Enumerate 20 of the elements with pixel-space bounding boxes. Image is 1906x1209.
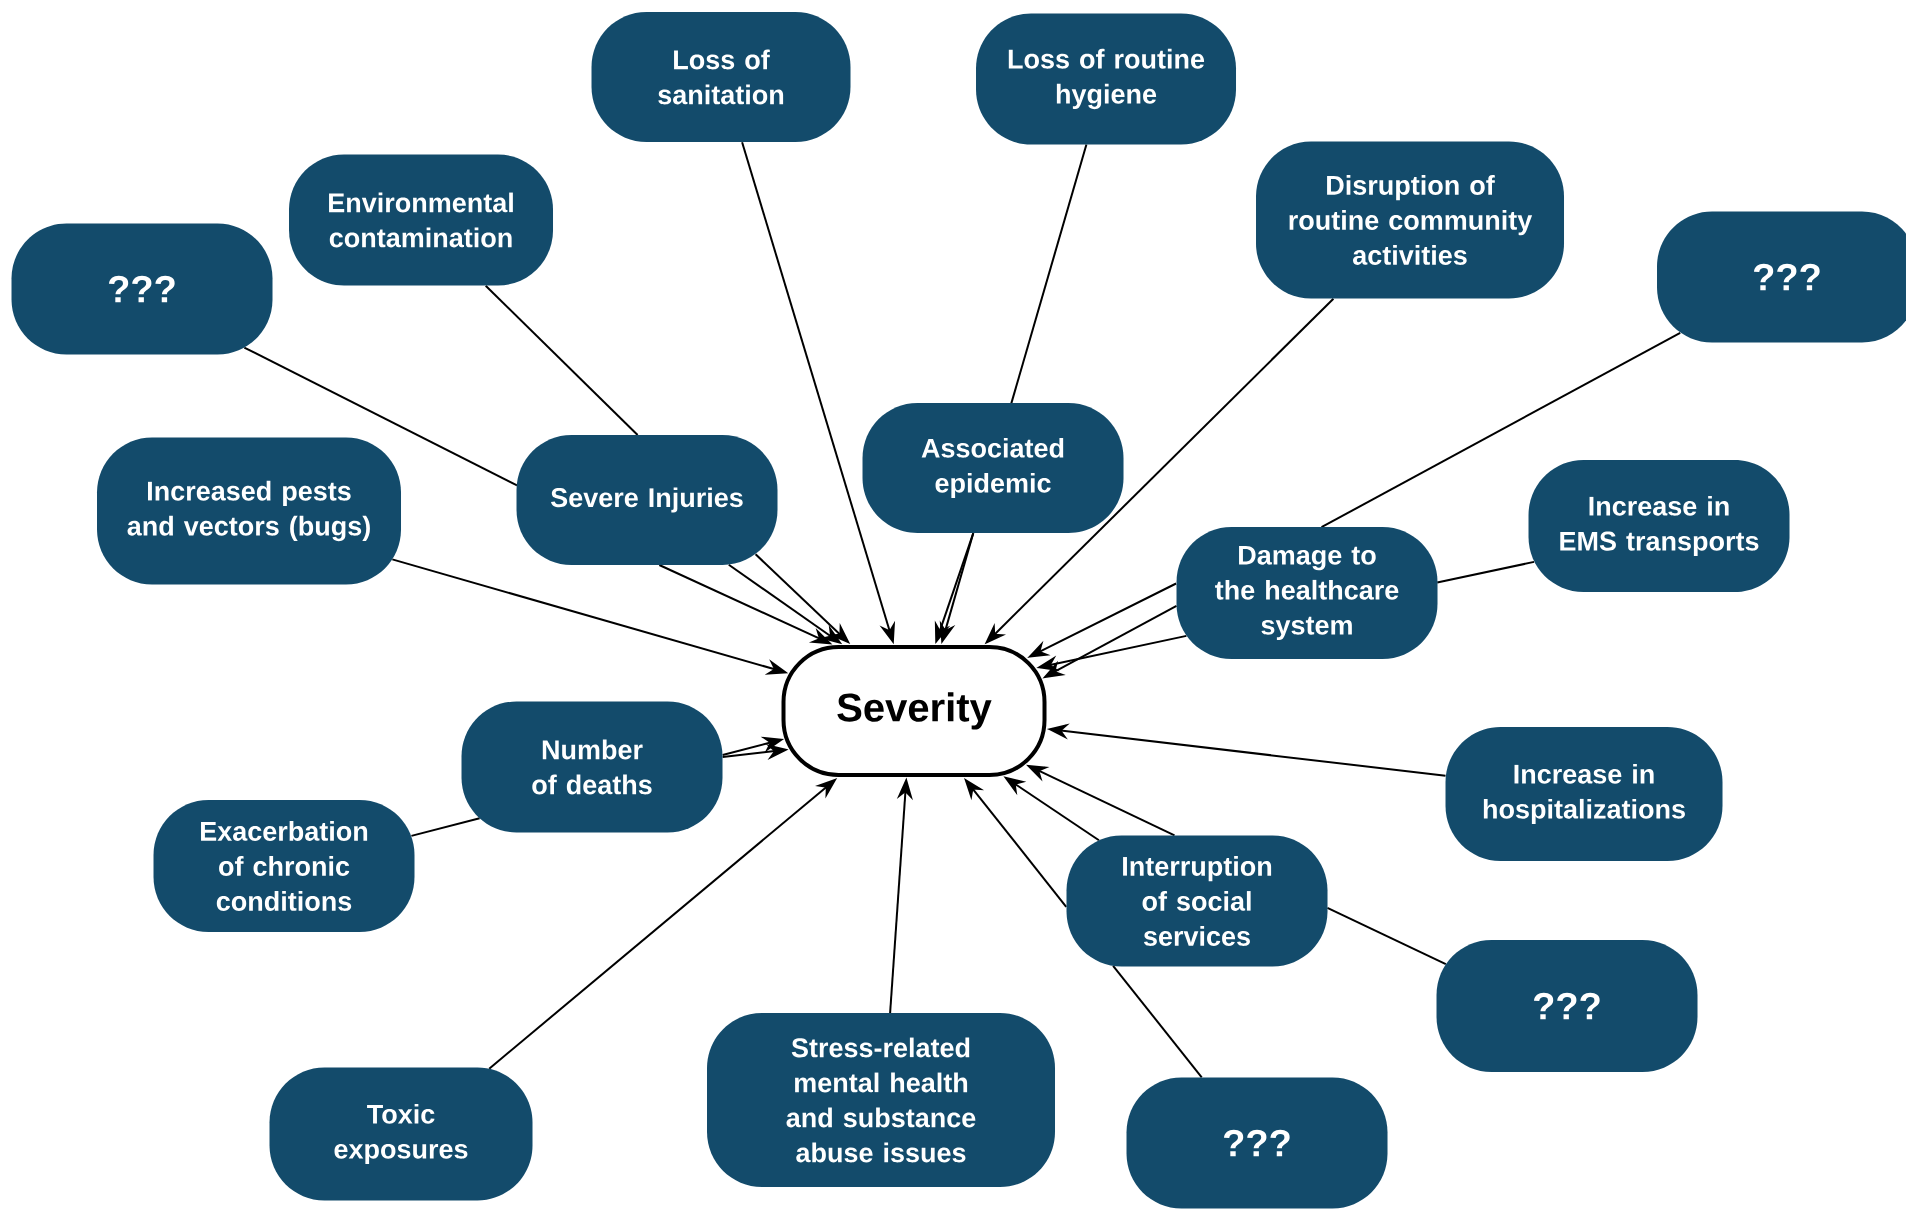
- rounded-box: Number of deaths: [461, 701, 723, 833]
- rounded-box: Exacerbation of chronic conditions: [153, 800, 415, 932]
- central-box: Severity: [781, 645, 1047, 777]
- rounded-box: ???: [1657, 211, 1906, 343]
- rounded-box: Disruption of routine community activities: [1256, 141, 1564, 299]
- rounded-box: ???: [1126, 1077, 1388, 1209]
- rounded-box: ???: [11, 223, 273, 355]
- rounded-box: Damage to the healthcare system: [1176, 527, 1438, 659]
- rounded-box: Stress-related mental health and substance abuse issues: [707, 1013, 1055, 1187]
- rounded-box: Increase in EMS transports: [1528, 460, 1790, 592]
- rounded-box: Increase in hospitalizations: [1445, 727, 1723, 861]
- rounded-box: Toxic exposures: [269, 1067, 533, 1201]
- rounded-box: Interruption of social services: [1066, 835, 1328, 967]
- rounded-box: Loss of routine hygiene: [976, 13, 1236, 145]
- rounded-box: ???: [1436, 940, 1698, 1072]
- rounded-box: Environmental contamination: [289, 154, 553, 286]
- rounded-box: Increased pests and vectors (bugs): [97, 437, 401, 585]
- rounded-box: Severe Injuries: [516, 435, 778, 565]
- rounded-box: Loss of sanitation: [591, 12, 851, 142]
- rounded-box: Associated epidemic: [862, 403, 1124, 533]
